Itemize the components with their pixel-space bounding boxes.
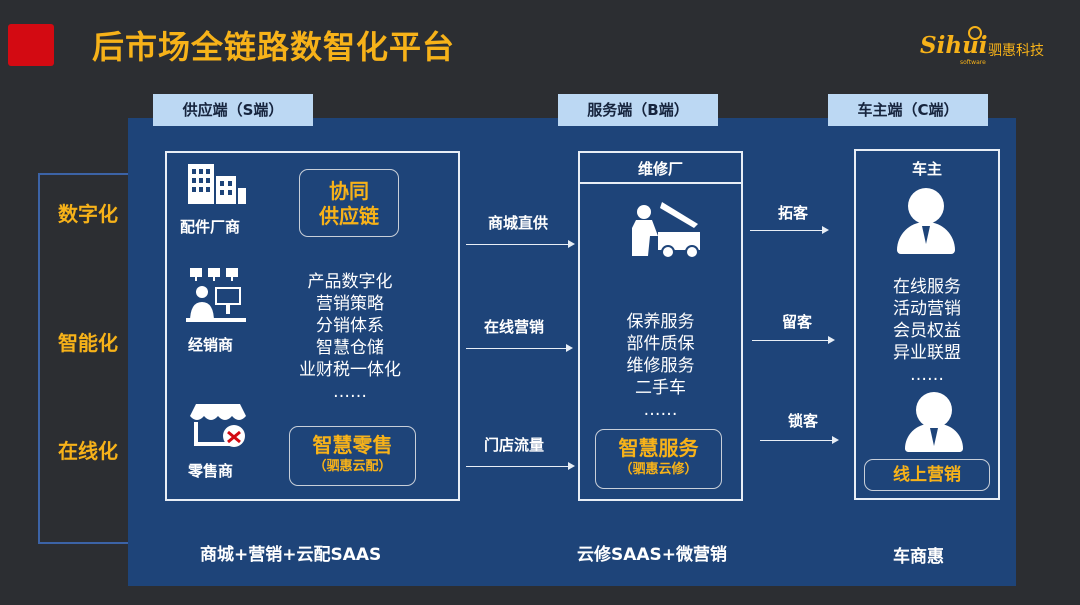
list-item: 维修服务 — [626, 356, 695, 376]
page-title: 后市场全链路数智化平台 — [92, 28, 456, 66]
smart-service-title: 智慧服务 — [618, 436, 699, 460]
service-box-title: 维修厂 — [637, 160, 683, 178]
flow-label-acquire: 拓客 — [778, 204, 809, 222]
list-item: 分销体系 — [316, 316, 384, 336]
service-box — [578, 151, 743, 501]
list-item: 智慧仓储 — [316, 338, 384, 358]
synergy-line-1: 协同 — [329, 179, 369, 203]
arrow-head-icon — [566, 344, 573, 352]
arrow-line — [760, 440, 832, 441]
arrow-line — [752, 340, 828, 341]
mechanic-car-icon — [632, 202, 700, 259]
arrow-line — [466, 348, 566, 349]
supply-bottom-label: 商城+营销+云配SAAS — [200, 545, 382, 565]
logo-cn-text: 驷惠科技 — [988, 43, 1044, 59]
side-label-online: 在线化 — [58, 439, 118, 463]
role-dealer: 经销商 — [188, 336, 234, 354]
flow-label-online-marketing: 在线营销 — [484, 318, 545, 336]
owner-feature-list: 在线服务 活动营销 会员权益 异业联盟 …… — [854, 276, 1000, 386]
owner-bottom-label: 车商惠 — [893, 547, 944, 567]
role-retailer: 零售商 — [188, 462, 234, 480]
list-item: 部件质保 — [626, 334, 695, 354]
online-marketing-box: 线上营销 — [864, 459, 990, 491]
list-item: 异业联盟 — [893, 343, 961, 363]
arrow-line — [466, 466, 568, 467]
tab-owner: 车主端（C端） — [828, 94, 988, 126]
smart-service-sub: （驷惠云修） — [619, 462, 698, 477]
arrow-head-icon — [828, 336, 835, 344]
list-item: …… — [333, 382, 367, 402]
owner-box-title: 车主 — [911, 160, 942, 178]
main-panel — [128, 118, 1016, 586]
synergy-line-2: 供应链 — [319, 204, 379, 228]
synergy-supply-chain-box: 协同 供应链 — [299, 169, 399, 237]
list-item: 会员权益 — [893, 321, 961, 341]
smart-retail-title: 智慧零售 — [312, 433, 393, 457]
arrow-head-icon — [568, 240, 575, 248]
list-item: 营销策略 — [316, 294, 384, 314]
list-item: 产品数字化 — [307, 272, 393, 292]
brand-red-block — [8, 24, 54, 66]
arrow-line — [750, 230, 822, 231]
car-owner-icon — [904, 392, 964, 454]
flow-label-store-traffic: 门店流量 — [484, 436, 545, 454]
supply-box — [165, 151, 460, 501]
arrow-line — [466, 244, 568, 245]
list-item: 保养服务 — [626, 312, 695, 332]
supply-feature-list: 产品数字化 营销策略 分销体系 智慧仓储 业财税一体化 …… — [286, 271, 414, 403]
logo-sub-text: software — [960, 59, 986, 66]
side-label-digital: 数字化 — [58, 202, 118, 226]
service-feature-list: 保养服务 部件质保 维修服务 二手车 …… — [578, 311, 743, 421]
car-owner-icon — [896, 188, 956, 254]
list-item: 业财税一体化 — [299, 360, 401, 380]
logo-text: Sihui — [920, 32, 988, 59]
tab-service: 服务端（B端） — [558, 94, 718, 126]
dealer-icon — [186, 268, 246, 322]
flow-label-mall-direct: 商城直供 — [488, 214, 549, 232]
flow-label-retain: 留客 — [782, 313, 813, 331]
left-bracket — [38, 173, 140, 544]
service-box-divider — [578, 182, 743, 184]
owner-box — [854, 149, 1000, 500]
tab-supply: 供应端（S端） — [153, 94, 313, 126]
smart-retail-sub: （驷惠云配） — [313, 459, 392, 474]
arrow-head-icon — [832, 436, 839, 444]
list-item: …… — [643, 400, 678, 420]
side-label-intelligent: 智能化 — [58, 331, 118, 355]
logo-mark-icon — [968, 26, 982, 40]
flow-label-lock: 锁客 — [788, 412, 819, 430]
building-icon — [188, 164, 246, 204]
role-manufacturer: 配件厂商 — [180, 218, 241, 236]
smart-retail-box: 智慧零售 （驷惠云配） — [289, 426, 416, 486]
company-logo: Sihui 驷惠科技 software — [920, 26, 1060, 70]
list-item: 活动营销 — [893, 299, 961, 319]
list-item: 二手车 — [635, 378, 686, 398]
arrow-head-icon — [822, 226, 829, 234]
smart-service-box: 智慧服务 （驷惠云修） — [595, 429, 722, 489]
service-bottom-label: 云修SAAS+微营销 — [577, 545, 728, 565]
arrow-head-icon — [568, 462, 575, 470]
list-item: 在线服务 — [893, 277, 961, 297]
store-icon — [190, 404, 246, 447]
list-item: …… — [910, 365, 944, 385]
